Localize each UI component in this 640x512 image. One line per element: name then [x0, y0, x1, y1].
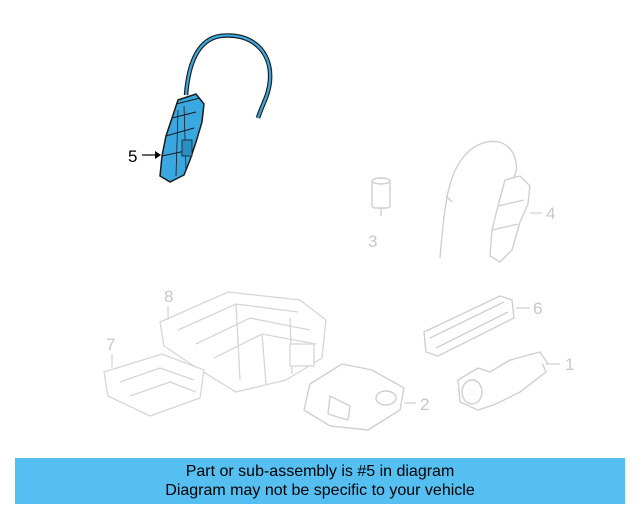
- banner-line-1: Part or sub-assembly is #5 in diagram: [185, 463, 455, 480]
- banner-line-2: Diagram may not be specific to your vehi…: [165, 482, 475, 499]
- callout-5-arrow: [142, 151, 161, 159]
- part-5-body: [159, 93, 205, 183]
- part-5-actuator[interactable]: [159, 33, 273, 183]
- part-2-bracket: [303, 363, 405, 431]
- part-7-control-unit: [103, 353, 205, 417]
- callout-8-label[interactable]: 8: [164, 287, 173, 306]
- part-4-lock-cable: [439, 140, 531, 263]
- callout-6-label[interactable]: 6: [533, 299, 542, 318]
- callout-1-label[interactable]: 1: [565, 355, 574, 374]
- callout-7-label[interactable]: 7: [106, 335, 115, 354]
- part-3-knob: [371, 177, 391, 216]
- part-1-motor: [457, 351, 549, 411]
- callout-5-label[interactable]: 5: [128, 147, 137, 166]
- callout-4-label[interactable]: 4: [546, 204, 555, 223]
- part-6-module: [423, 295, 515, 357]
- part-8-seat-frame: [159, 291, 327, 393]
- parts-diagram: 5 3 4 6 1 2: [103, 33, 574, 431]
- callout-3-label[interactable]: 3: [368, 232, 377, 251]
- callout-2-label[interactable]: 2: [420, 395, 429, 414]
- info-banner: Part or sub-assembly is #5 in diagram Di…: [15, 458, 625, 504]
